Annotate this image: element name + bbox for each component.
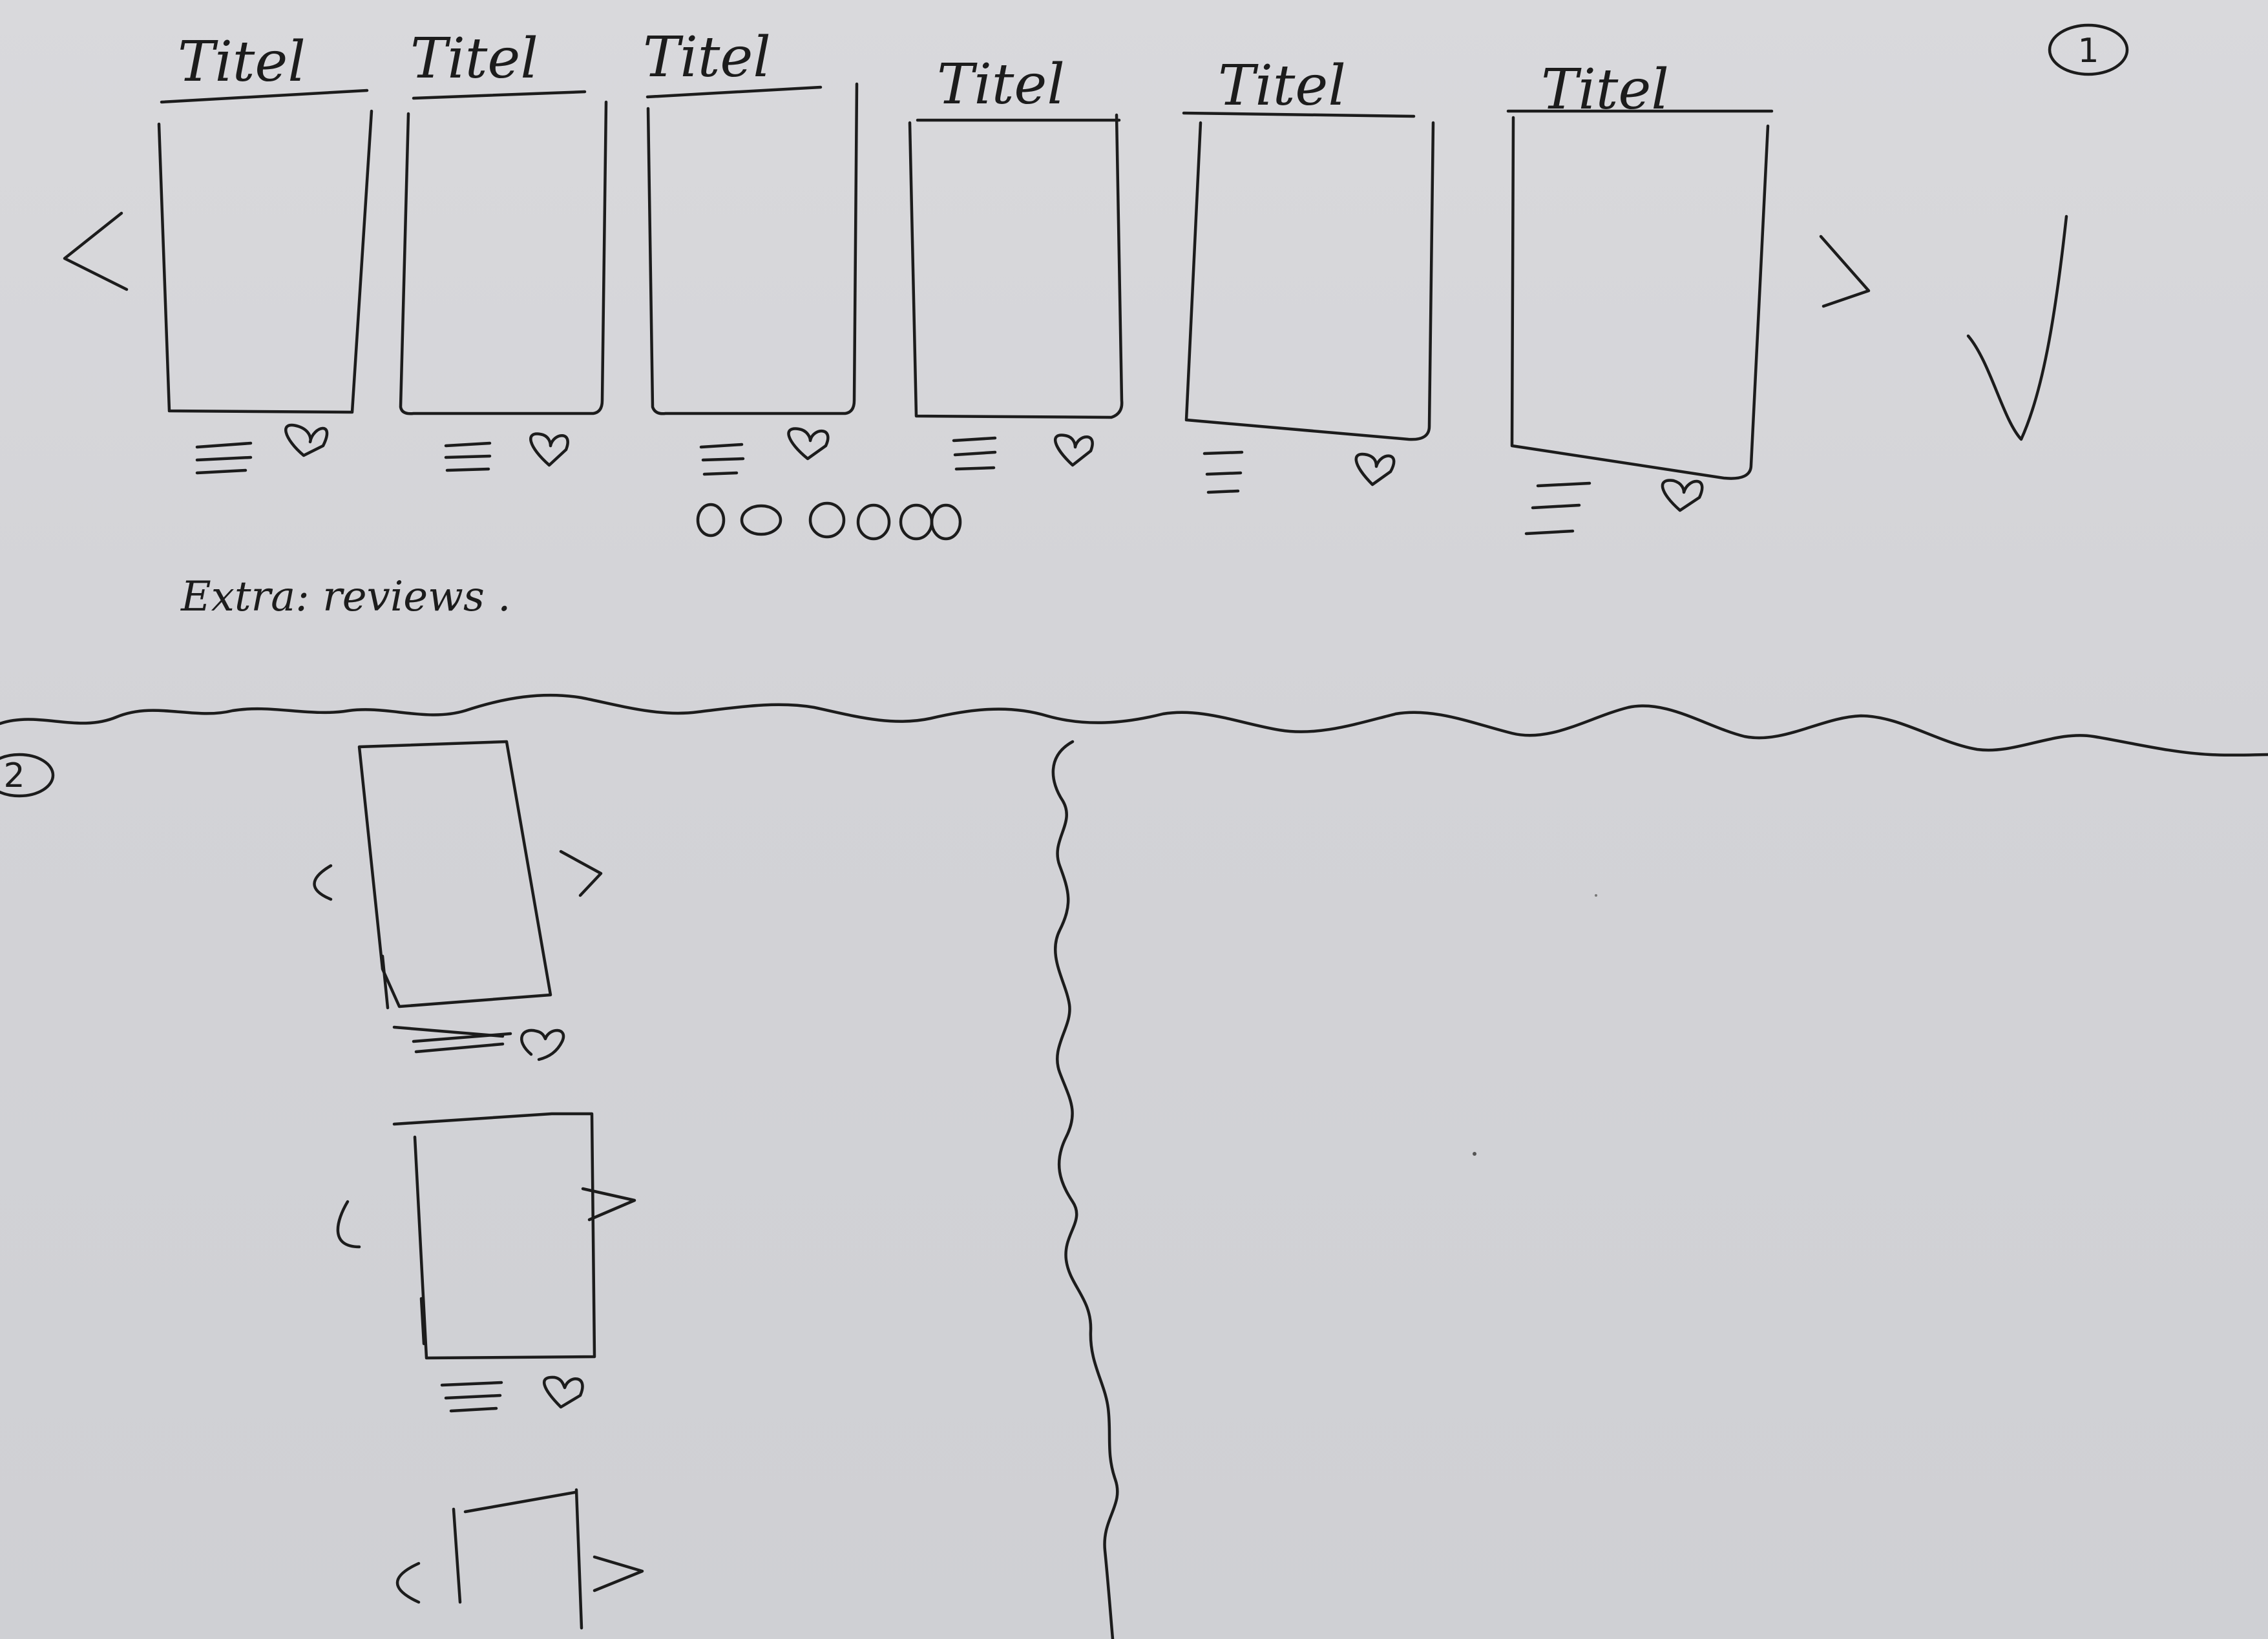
menu-lines-icon[interactable] — [952, 436, 997, 471]
mobile-prev-arrow[interactable] — [313, 864, 333, 901]
card-image — [1510, 116, 1770, 480]
section-1-marker: 1 — [2048, 23, 2129, 76]
card-image — [357, 740, 552, 1008]
mobile-next-arrow[interactable] — [593, 1555, 644, 1592]
title-underline — [160, 89, 369, 104]
card-image-inner — [381, 954, 390, 1010]
extra-reviews-note: Extra: reviews . — [180, 573, 510, 621]
menu-lines-icon[interactable] — [195, 441, 253, 475]
rating-circle-filled-icon — [740, 504, 782, 536]
carousel-card-5[interactable]: Titel — [1182, 54, 1435, 494]
card-image — [157, 109, 373, 414]
heart-icon[interactable] — [1661, 479, 1704, 512]
menu-lines-icon[interactable] — [440, 1381, 503, 1413]
card-image — [452, 1507, 462, 1604]
section-divider-horizontal — [0, 693, 2268, 757]
mobile-card-3[interactable] — [396, 1488, 644, 1630]
carousel-card-2[interactable]: Titel — [399, 26, 608, 472]
rating-circle-icon — [696, 503, 726, 538]
heart-icon[interactable] — [284, 423, 329, 457]
carousel-prev-arrow[interactable] — [63, 211, 129, 291]
carousel-card-4[interactable]: Titel — [908, 52, 1124, 471]
card-title: Titel — [1218, 54, 1346, 118]
title-underline — [646, 85, 823, 99]
carousel-card-6[interactable]: Titel — [1506, 57, 1774, 536]
card-title: Titel — [410, 26, 538, 91]
menu-lines-icon[interactable] — [1524, 481, 1591, 536]
rating-circle-icon — [808, 501, 846, 539]
section-2-marker: 2 — [0, 753, 55, 798]
heart-icon[interactable] — [529, 432, 569, 467]
mobile-next-arrow[interactable] — [559, 850, 603, 897]
svg-text:2: 2 — [3, 757, 25, 795]
heart-icon[interactable] — [542, 1375, 584, 1409]
rating-circle-icon — [856, 503, 891, 541]
menu-lines-icon[interactable] — [444, 441, 492, 472]
heart-icon[interactable] — [787, 427, 830, 461]
card-image — [399, 100, 608, 415]
mobile-card-2[interactable] — [336, 1112, 636, 1413]
mobile-card-1[interactable] — [313, 740, 603, 1061]
mobile-prev-arrow[interactable] — [396, 1561, 421, 1604]
mobile-next-arrow[interactable] — [581, 1187, 636, 1222]
carousel-next-arrow[interactable] — [1819, 235, 1871, 308]
card-title: Titel — [643, 25, 771, 90]
rating-circle-icon — [899, 503, 934, 541]
paper-speck — [1473, 1152, 1476, 1156]
collapse-chevron-icon[interactable] — [1966, 214, 2068, 441]
rating-circle-icon — [930, 503, 962, 541]
card-image — [646, 82, 859, 415]
heart-icon[interactable] — [1053, 433, 1094, 467]
card-image — [1184, 121, 1435, 441]
card-image — [908, 113, 1124, 419]
menu-lines-icon[interactable] — [1202, 450, 1244, 494]
title-underline — [412, 90, 587, 100]
heart-icon[interactable] — [520, 1028, 565, 1061]
mobile-prev-arrow[interactable] — [336, 1200, 361, 1249]
card-image — [463, 1490, 577, 1514]
card-image — [392, 1112, 596, 1360]
svg-text:1: 1 — [2077, 32, 2099, 70]
card-title: Titel — [178, 30, 306, 94]
heart-icon[interactable] — [1354, 452, 1396, 486]
review-rating[interactable] — [696, 501, 962, 541]
card-image-inner — [419, 1297, 426, 1346]
carousel-card-1[interactable]: Titel — [157, 30, 373, 475]
card-image — [574, 1488, 583, 1630]
carousel-card-3[interactable]: Titel — [643, 25, 962, 541]
menu-lines-icon[interactable] — [392, 1025, 512, 1054]
title-underline — [1182, 111, 1416, 118]
menu-lines-icon[interactable] — [699, 443, 745, 476]
card-title: Titel — [937, 52, 1065, 117]
paper-speck — [1595, 894, 1597, 897]
section-divider-vertical — [1051, 740, 1119, 1639]
